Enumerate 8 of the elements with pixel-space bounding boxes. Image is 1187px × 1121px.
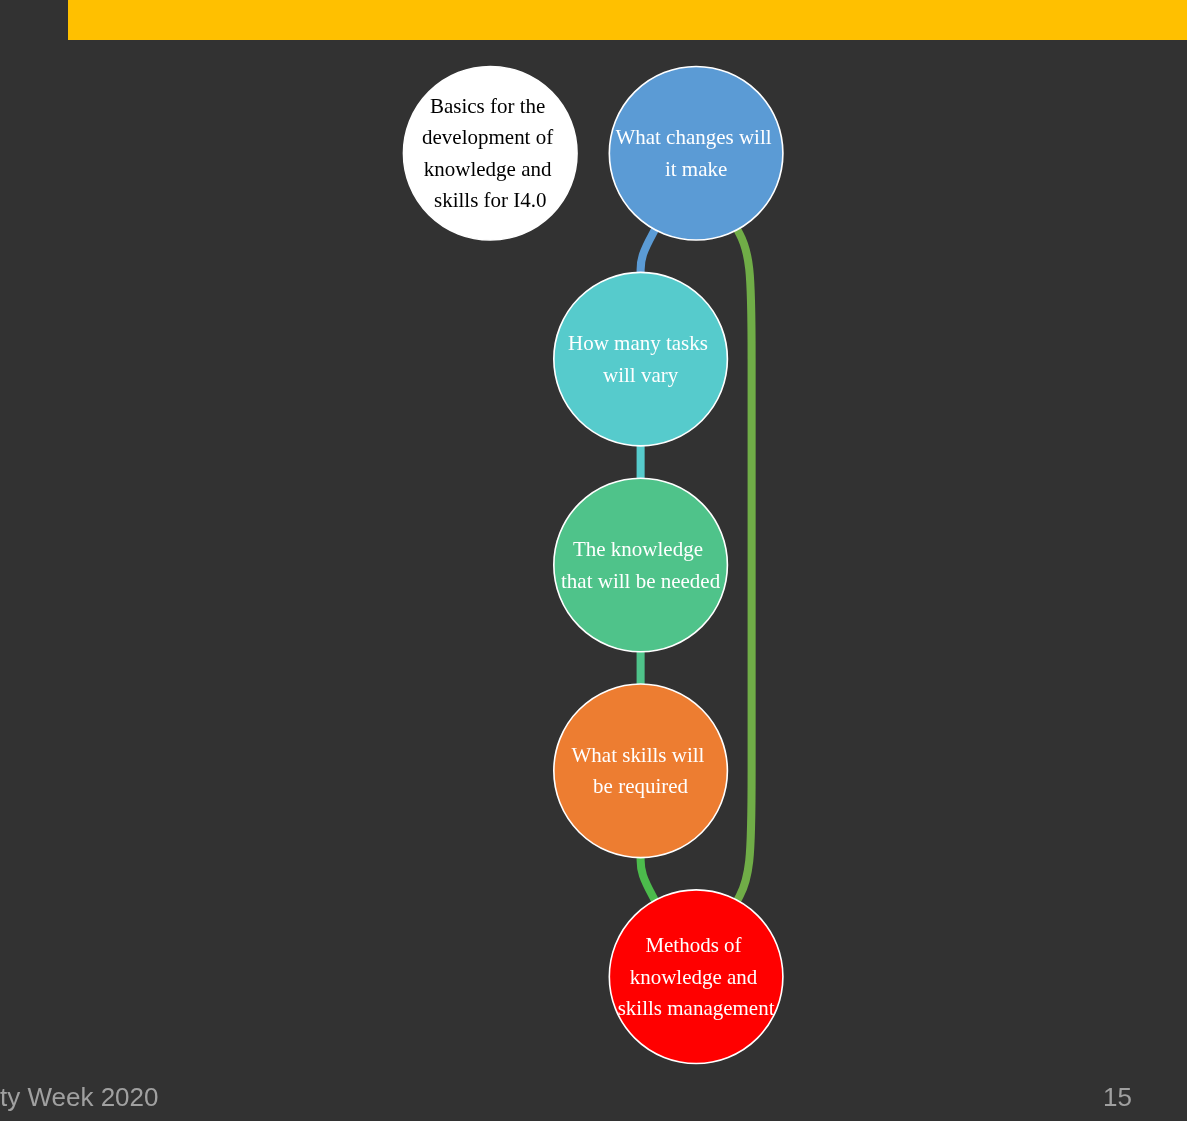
topic-circle: How many tasks will vary	[553, 271, 729, 447]
topic-circle: Basics for the development of knowledge and skills for I4.0	[402, 65, 579, 241]
page-number: 15	[1103, 1082, 1132, 1113]
topic-circle: Methods of knowledge and skills management	[608, 889, 784, 1065]
topic-circle: What changes will it make	[608, 65, 784, 241]
topic-circle: What skills will be required	[553, 683, 729, 859]
topic-circle: The knowledge that will be needed	[553, 477, 729, 653]
footer-text: ty Week 2020	[0, 1082, 159, 1113]
